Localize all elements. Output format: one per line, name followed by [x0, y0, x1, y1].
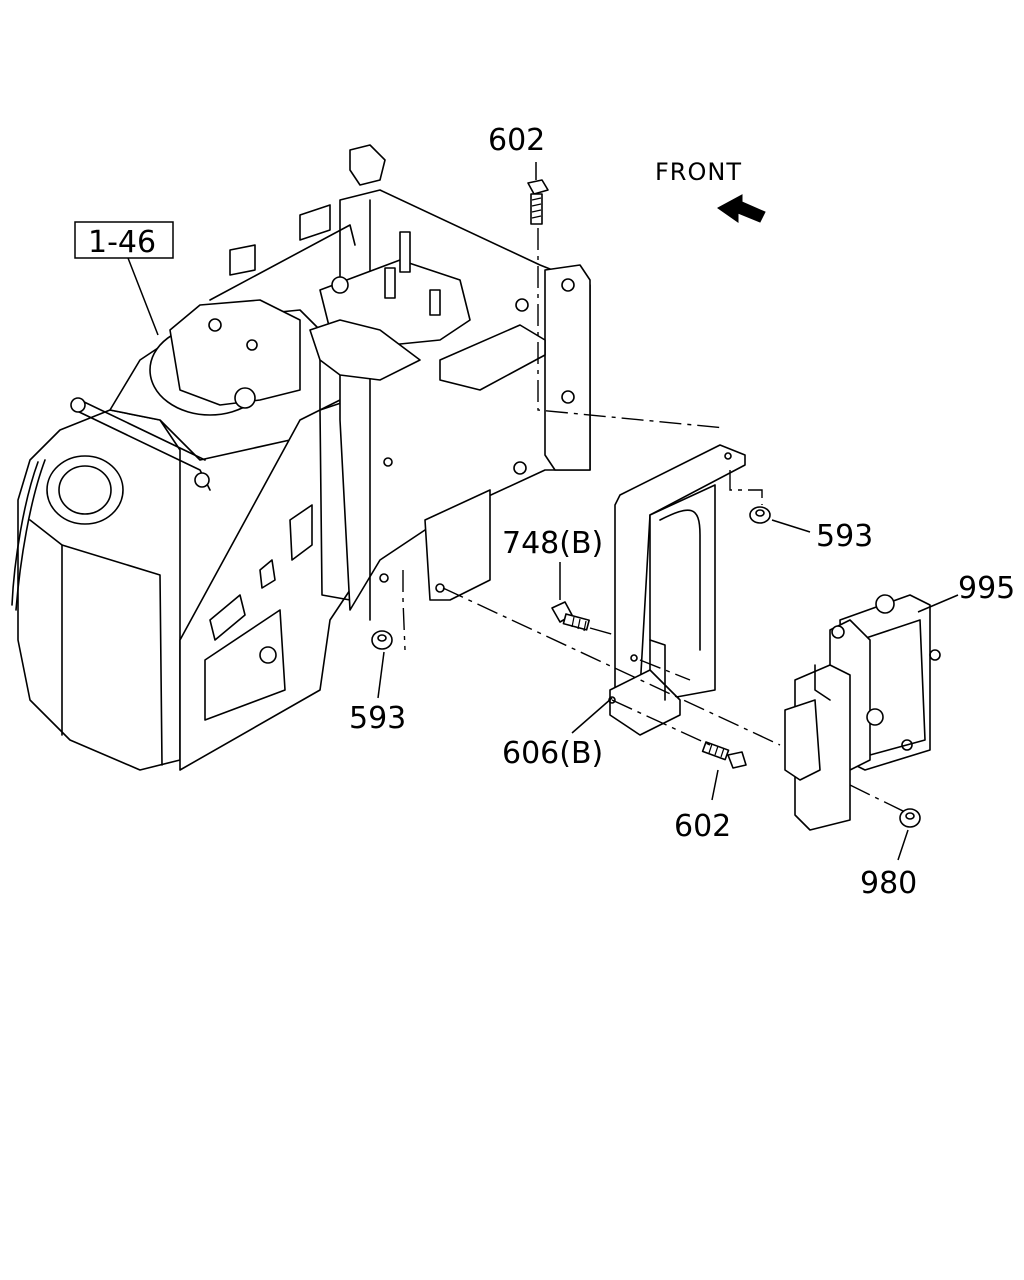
- nut-593-right: [749, 506, 771, 524]
- callout-1-46: 1-46: [88, 225, 156, 260]
- bolt-602-top: [527, 179, 549, 225]
- callout-593-left: 593: [349, 701, 406, 736]
- callout-593-right: 593: [816, 519, 873, 554]
- front-indicator: FRONT: [655, 158, 766, 223]
- callout-606b: 606(B): [502, 736, 603, 771]
- ecu-module: [784, 594, 941, 831]
- leaders: [127, 162, 959, 861]
- callout-602-top: 602: [488, 123, 545, 158]
- bolt-748b: [551, 601, 590, 632]
- tank-assembly: [11, 299, 351, 771]
- ecu-bracket: [608, 444, 746, 736]
- callouts: 1-46 602 593 995 748(B) 593 606(B) 602 9…: [74, 123, 1015, 901]
- callout-980: 980: [860, 866, 917, 901]
- nut-980: [899, 808, 921, 828]
- nut-593-left: [371, 630, 393, 650]
- assembly-lines: [402, 228, 906, 813]
- callout-995: 995: [958, 571, 1015, 606]
- callout-748b: 748(B): [502, 526, 603, 561]
- front-label: FRONT: [655, 158, 742, 186]
- frame-bracket: [209, 144, 591, 621]
- bolt-602-bottom: [701, 741, 747, 769]
- callout-602-bottom: 602: [674, 809, 731, 844]
- callout-box-1-46: [74, 221, 174, 259]
- front-arrow-icon: [717, 194, 766, 223]
